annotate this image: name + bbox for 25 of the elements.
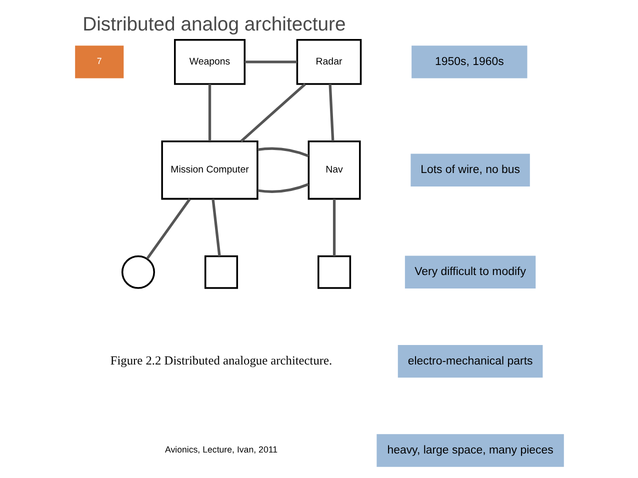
connector (240, 83, 306, 142)
label: electro-mechanical parts (407, 355, 532, 368)
label: Avionics, Lecture, Ivan, 2011 (164, 444, 278, 455)
label: Very difficult to modify (414, 266, 526, 278)
node-box: Radar (296, 38, 362, 85)
label: 1950s, 1960s (434, 56, 504, 68)
label: Figure 2.2 Distributed analogue architecture. (110, 354, 332, 368)
node-circle (120, 255, 155, 289)
connector (244, 60, 297, 64)
node-box: Nav (307, 140, 360, 200)
connector (257, 147, 309, 158)
label: Lots of wire, no bus (420, 164, 520, 176)
connector (328, 84, 334, 142)
label: heavy, large space, many pieces (386, 444, 553, 457)
connector (211, 198, 220, 256)
connector (332, 198, 336, 256)
diagram-title: Distributed analog architecture (82, 14, 346, 36)
connector (208, 84, 211, 142)
label: 7 (96, 56, 102, 66)
connector (146, 198, 190, 260)
node-box (317, 255, 351, 289)
node-box: Mission Computer (160, 140, 258, 200)
node-box (204, 255, 238, 289)
node-box: Weapons (174, 38, 246, 85)
connector (257, 183, 309, 193)
